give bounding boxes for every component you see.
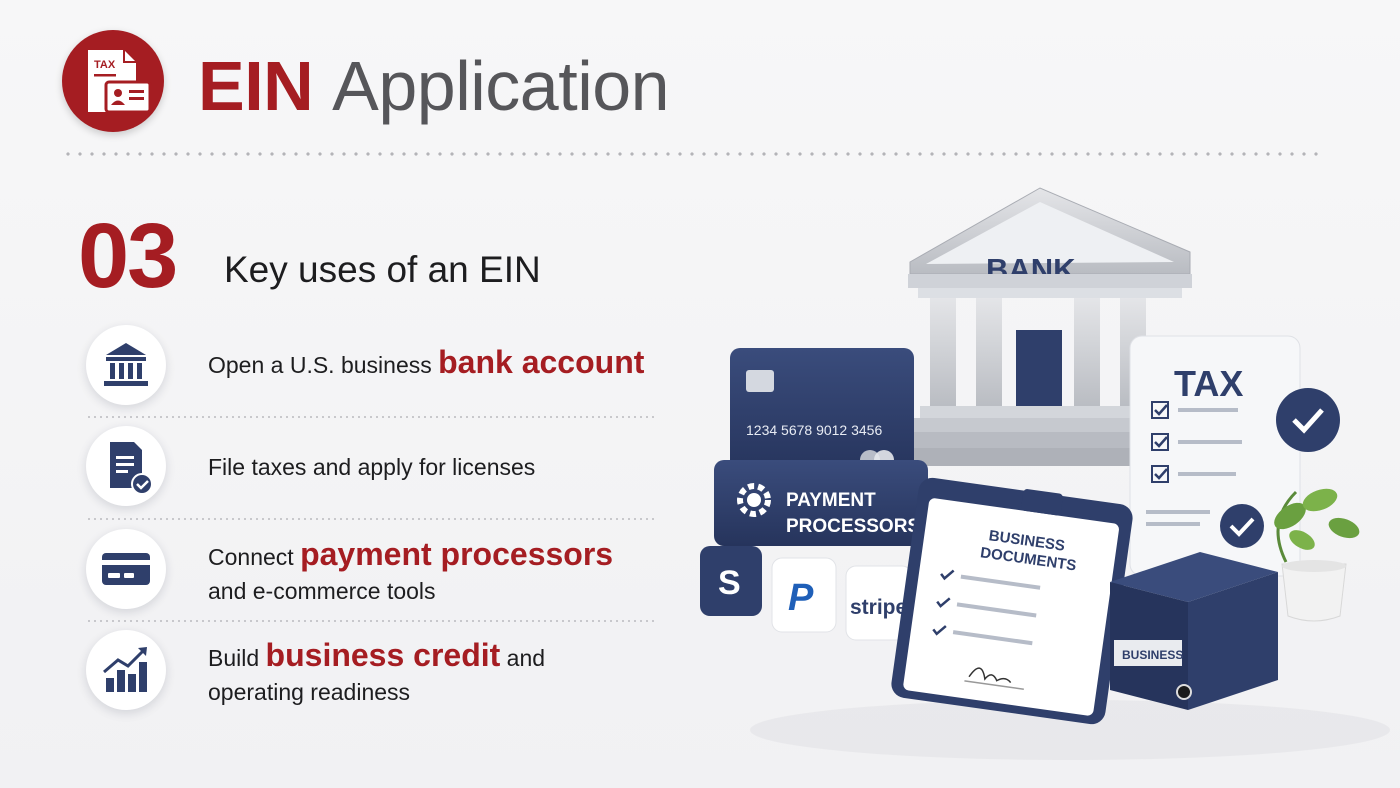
item-text-pre: Build (208, 645, 266, 671)
paypal-logo-tile: P (771, 557, 837, 633)
logo-label: TAX (94, 59, 116, 71)
list-item-file-taxes: File taxes and apply for licenses (86, 426, 666, 512)
item-text-post: and (500, 645, 546, 671)
page-title: EIN Application (198, 46, 670, 126)
item-highlight: bank account (438, 344, 645, 380)
tax-document-illustration: TAX (1129, 335, 1301, 577)
growth-chart-icon (86, 630, 166, 710)
credit-card-icon (86, 529, 166, 609)
item-text: Build business credit and operating read… (208, 638, 545, 709)
business-documents-clipboard: BUSINESS DOCUMENTS (891, 477, 1133, 725)
item-text-line2: and e-commerce tools (208, 578, 436, 604)
payment-label-1: PAYMENT (786, 490, 876, 511)
checkmark-badge-icon (1276, 388, 1340, 452)
brand-stripe: stripe (850, 596, 907, 619)
bank-icon (86, 325, 166, 405)
item-text: Connect payment processors and e-commerc… (208, 537, 613, 608)
section-number: 03 (78, 205, 178, 307)
tax-file-check-icon (86, 426, 166, 506)
potted-plant-icon (1274, 488, 1360, 622)
box-label: BUSINESS (1122, 648, 1183, 662)
section-title: Key uses of an EIN (224, 249, 541, 290)
tax-document-logo-icon: TAX (62, 30, 164, 132)
square-logo-tile: S (700, 546, 762, 616)
item-text: File taxes and apply for licenses (208, 454, 536, 480)
item-text: Open a U.S. business bank account (208, 345, 644, 382)
item-text-pre: Connect (208, 544, 301, 570)
credit-card-illustration: 1234 5678 9012 3456 (730, 348, 914, 476)
brand-paypal: P (788, 577, 814, 619)
ein-uses-illustration: BANK 1234 5678 9012 3456 PA (690, 170, 1390, 770)
title-rest: Application (332, 47, 670, 125)
item-divider (86, 416, 658, 418)
item-text-pre: Open a U.S. business (208, 352, 439, 378)
item-divider (86, 620, 658, 622)
brand-square: S (718, 564, 741, 602)
tax-title: TAX (1174, 363, 1243, 404)
title-accent: EIN (198, 47, 314, 125)
item-highlight: payment processors (300, 536, 614, 572)
header-divider (62, 152, 1324, 156)
list-item-bank-account: Open a U.S. business bank account (86, 325, 666, 411)
list-item-business-credit: Build business credit and operating read… (86, 630, 666, 716)
item-highlight: business credit (265, 637, 501, 673)
item-text-line2: operating readiness (208, 679, 411, 705)
list-item-payment-processors: Connect payment processors and e-commerc… (86, 529, 666, 615)
card-number: 1234 5678 9012 3456 (746, 422, 882, 438)
payment-label-2: PROCESSORS (786, 516, 920, 537)
stripe-logo-tile: stripe (845, 565, 913, 641)
business-box-illustration: BUSINESS (1110, 552, 1278, 710)
payment-processors-plate: PAYMENT PROCESSORS (714, 460, 928, 546)
bank-building-icon: BANK (898, 187, 1192, 466)
item-divider (86, 518, 658, 520)
